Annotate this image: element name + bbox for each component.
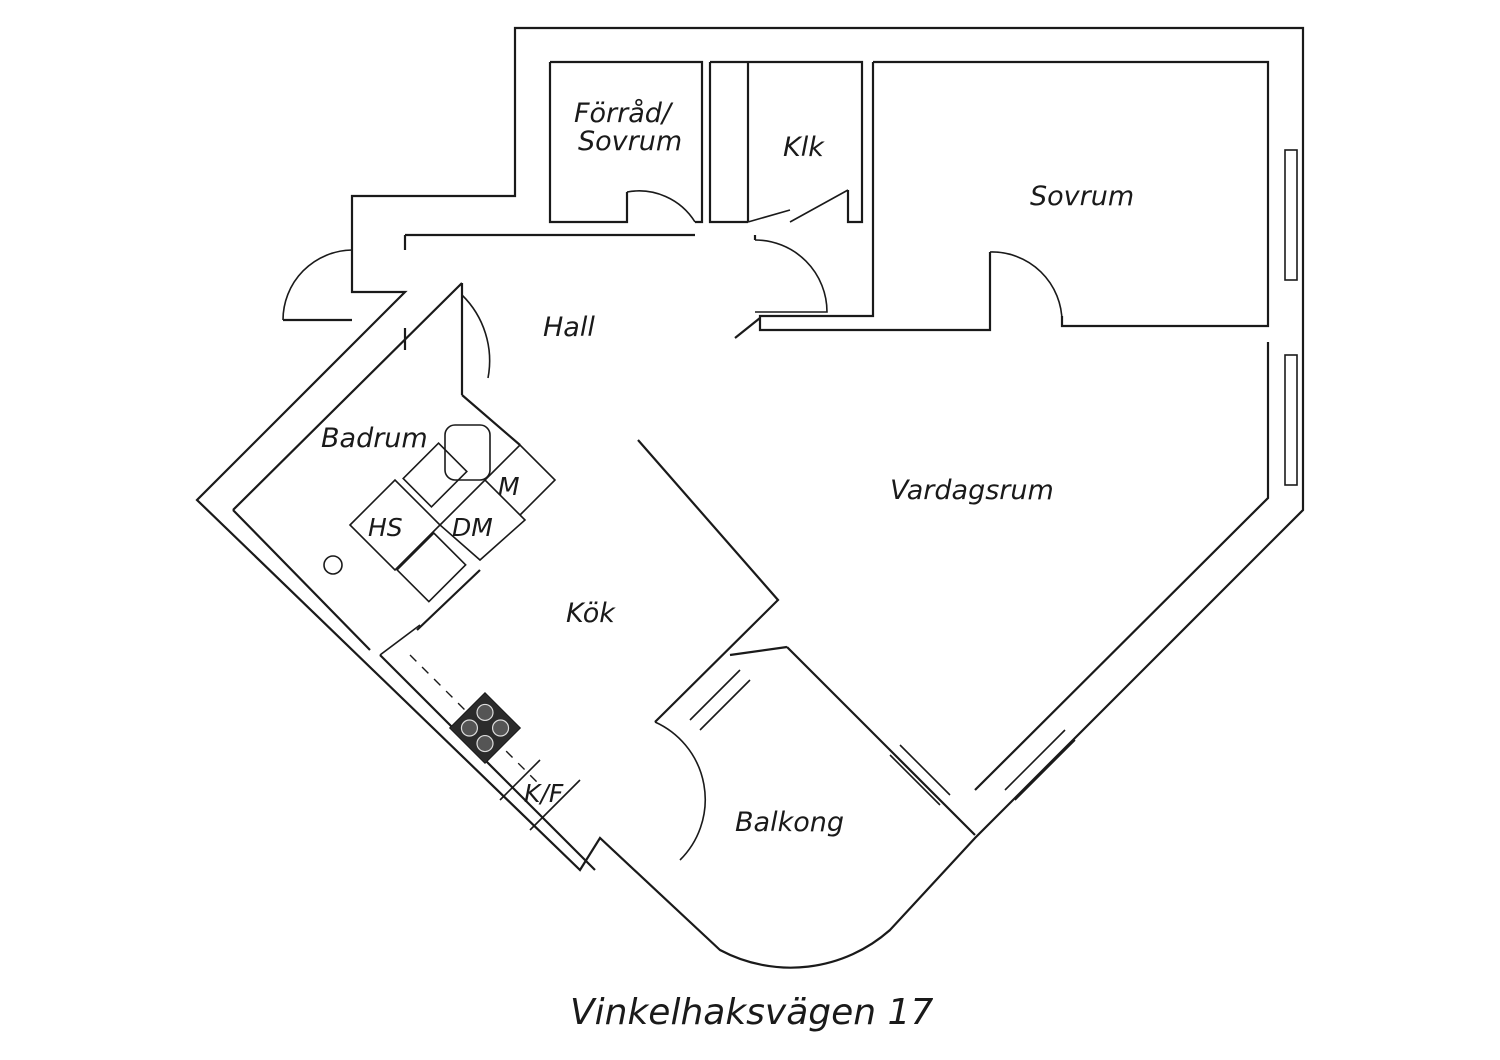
hall-door-swing <box>754 239 828 313</box>
hall-wall <box>283 233 757 350</box>
klk-wall <box>708 60 864 224</box>
forrad-wall <box>548 60 704 224</box>
forrad-door-swing <box>626 190 696 223</box>
sovrum-door-swing <box>989 251 1063 323</box>
label-klk: Klk <box>783 132 825 163</box>
label-forrad-1: Förråd/ <box>574 98 674 129</box>
label-forrad-2: Sovrum <box>578 126 682 157</box>
label-badrum: Badrum <box>321 423 428 454</box>
kok-door-swing <box>654 721 707 861</box>
outer-wall <box>195 26 1305 969</box>
kitchen-sink <box>395 531 467 603</box>
window-vardagsrum <box>1284 354 1298 486</box>
window-vardagsrum-2 <box>1004 729 1076 801</box>
label-sovrum: Sovrum <box>1030 181 1134 212</box>
windows <box>689 149 1298 806</box>
entrance-door-swing <box>282 249 353 321</box>
bathroom-sink <box>402 442 468 508</box>
vardagsrum-wall <box>734 317 1270 791</box>
balkong-wall <box>729 645 976 836</box>
fixtures <box>323 424 581 831</box>
stove <box>448 691 522 765</box>
badrum-wall <box>232 282 521 651</box>
klk-door-swing <box>747 189 849 223</box>
label-balkong: Balkong <box>735 807 844 838</box>
window-sovrum <box>1284 149 1298 281</box>
address-caption: Vinkelhaksvägen 17 <box>570 992 933 1033</box>
fixture-labels: HS DM M K/F <box>368 472 564 808</box>
room-labels: Förråd/ Sovrum Klk Sovrum Hall Badrum Va… <box>321 98 1134 838</box>
label-m: M <box>498 472 520 501</box>
label-hall: Hall <box>543 312 595 343</box>
sovrum-wall <box>758 60 1270 332</box>
label-vardagsrum: Vardagsrum <box>890 475 1054 506</box>
counter <box>379 624 581 831</box>
bathtub <box>444 424 491 481</box>
label-hs: HS <box>368 513 403 542</box>
kok-wall <box>379 439 780 871</box>
window-kok <box>689 669 751 731</box>
appliance-boxes <box>348 443 557 572</box>
label-kok: Kök <box>566 598 616 629</box>
toilet <box>323 555 343 575</box>
walls <box>195 26 1305 969</box>
window-balkong <box>889 744 951 806</box>
badrum-door-swing <box>461 294 491 379</box>
label-kf: K/F <box>524 779 564 808</box>
label-dm: DM <box>452 513 493 542</box>
